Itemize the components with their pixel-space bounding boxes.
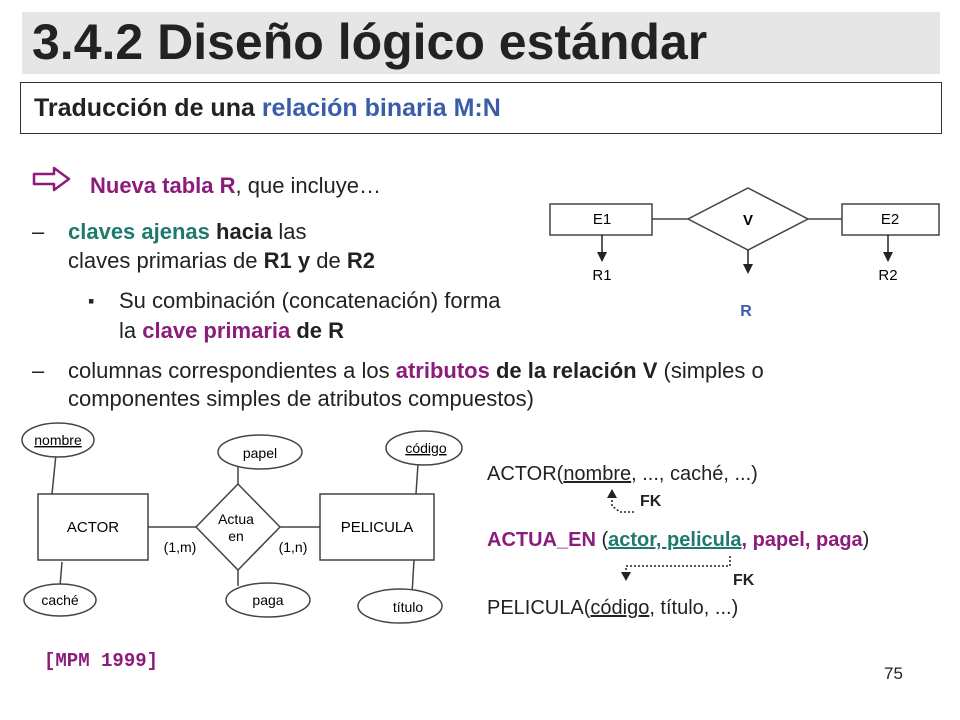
r1-label: R1 (592, 267, 611, 284)
arrow-r2-icon (883, 252, 893, 262)
table-actua-en: ACTUA_EN (actor, pelicula, papel, paga) (487, 528, 869, 552)
pel-key: código (590, 597, 650, 619)
las-text: las (272, 219, 307, 244)
er-diagram: ACTOR PELICULA Actua en nombre caché pap… (21, 422, 463, 624)
entity-pelicula-box (319, 493, 435, 561)
new-table-strong: Nueva tabla R (90, 173, 236, 198)
item2-relation-v: de la relación V (489, 358, 658, 383)
item1-line2a: claves primarias de (68, 248, 264, 273)
title-bar (22, 12, 940, 74)
sub1-line1: Su combinación (concatenación) forma (119, 288, 501, 313)
card-left-label: (1,m) (164, 539, 197, 555)
e2-label: E2 (881, 211, 899, 228)
card-right-label: (1,n) (279, 539, 308, 555)
pel-pre: PELICULA( (487, 597, 591, 619)
v-label: V (743, 212, 753, 229)
item1-de: de (310, 248, 347, 273)
item1-y: y (291, 248, 311, 273)
item2-line2: componentes simples de atributos compues… (68, 386, 534, 411)
e1-label: E1 (593, 211, 611, 228)
fk1-connector (607, 489, 634, 513)
r-label: R (740, 303, 752, 320)
bullet-arrow-icon (32, 166, 72, 197)
actor-key: nombre (563, 463, 632, 485)
papel-label: papel (243, 445, 277, 461)
paga-label: paga (252, 592, 283, 608)
relation-label-1: Actua (218, 511, 254, 527)
arrow-r1-icon (597, 252, 607, 262)
hacia-text: hacia (209, 219, 273, 244)
table-pelicula: PELICULA(código, título, ...) (487, 596, 738, 620)
actua-key: actor, pelicula (608, 529, 742, 551)
item2-p1: columnas correspondientes a los (68, 358, 396, 383)
page-number: 75 (884, 664, 903, 683)
fk1-arrow-icon (607, 489, 617, 498)
item1-line1: claves ajenas hacia las (68, 219, 307, 245)
item1-r2: R2 (346, 248, 375, 273)
new-table-rest: , que incluye… (235, 173, 382, 198)
arrow-r-icon (743, 264, 753, 274)
sub1-la: la (119, 318, 143, 343)
fk2-arrow-icon (621, 572, 631, 581)
codigo-label: código (405, 440, 446, 456)
actor-pre: ACTOR( (487, 463, 564, 485)
item2-atributos: atributos (395, 358, 490, 383)
r2-label: R2 (878, 267, 897, 284)
item1-r1: R1 (263, 248, 292, 273)
item2-p4: (simples o (657, 358, 764, 383)
fk1-label: FK (640, 493, 662, 510)
pelicula-label: PELICULA (341, 519, 414, 536)
sub-bullet-square: ▪ (88, 291, 95, 311)
table-actor: ACTOR(nombre, ..., caché, ...) (487, 462, 758, 486)
sub1-primary-key: clave primaria (142, 318, 291, 343)
fk2-connector (621, 556, 731, 581)
entity-e2-box (841, 203, 940, 236)
foreign-keys-text: claves ajenas (68, 219, 210, 244)
pel-post: , título, ...) (649, 597, 739, 619)
item2-line1: columnas correspondientes a los atributo… (68, 358, 764, 384)
subtitle-highlight: relación binaria M:N (261, 94, 501, 122)
sub1-de-r: de R (290, 318, 345, 343)
titulo-label: título (393, 599, 424, 615)
item1-line2: claves primarias de R1 y de R2 (68, 248, 375, 274)
entity-actor-box (37, 493, 149, 561)
attr-cache-ellipse (23, 583, 97, 617)
citation: [MPM 1999] (44, 650, 159, 672)
cache-label: caché (41, 592, 79, 608)
attr-papel-ellipse (217, 434, 303, 470)
entity-e1-box (549, 203, 653, 236)
actua-name: ACTUA_EN (487, 529, 596, 551)
actua-rest: , papel, paga (741, 529, 863, 551)
item1-dash: – (32, 219, 45, 244)
sub1-line2: la clave primaria de R (119, 318, 344, 344)
subtitle-prefix: Traducción de una (34, 94, 262, 122)
attr-titulo-ellipse (357, 588, 443, 624)
relation-label-2: en (228, 528, 244, 544)
attr-nombre-ellipse (21, 422, 95, 458)
attr-paga-ellipse (225, 582, 311, 618)
item2-dash: – (32, 358, 45, 383)
relation-actua-en-diamond (194, 482, 282, 572)
attr-codigo-ellipse (385, 430, 463, 466)
fk2-label: FK (733, 572, 755, 589)
subtitle-box (20, 82, 942, 134)
actor-label: ACTOR (67, 519, 119, 536)
bullet-new-table: Nueva tabla R, que incluye… (90, 173, 381, 199)
subtitle: Traducción de una relación binaria M:N (34, 90, 501, 126)
small-er-diagram: E1 V E2 R1 R2 R (549, 187, 940, 320)
page-title: 3.4.2 Diseño lógico estándar (32, 14, 708, 70)
actua-close: ) (862, 529, 870, 551)
nombre-label: nombre (34, 432, 82, 448)
actua-open: ( (595, 529, 609, 551)
actor-post: , ..., caché, ...) (631, 463, 758, 485)
